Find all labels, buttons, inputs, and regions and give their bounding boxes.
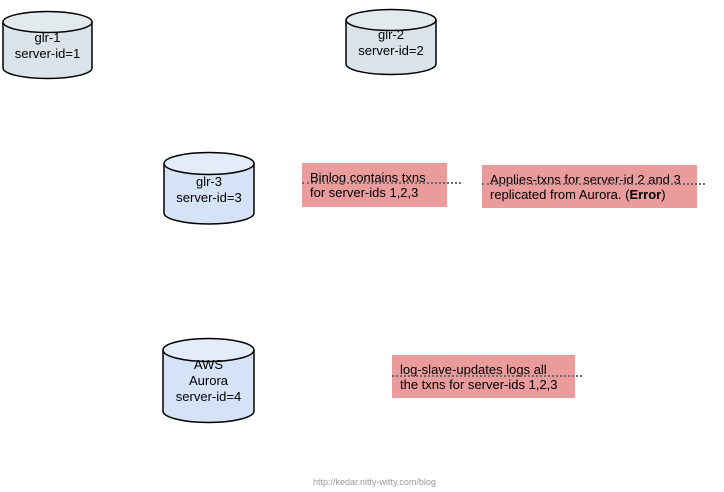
note-line: for server-ids 1,2,3 <box>310 185 419 200</box>
cylinder-shape-icon <box>2 10 93 80</box>
note-binlog: Binlog contains txns for server-ids 1,2,… <box>302 163 447 207</box>
note-line: the txns for server-ids 1,2,3 <box>400 377 558 392</box>
note-line: log-slave-updates logs all <box>400 362 547 377</box>
cylinder-name: AWS <box>193 357 224 372</box>
error-emphasis: Error <box>629 187 662 202</box>
cylinder-shape-icon <box>163 151 255 225</box>
dashed-connector-line <box>302 182 461 184</box>
cylinder-label: glr-1 server-id=1 <box>2 30 93 62</box>
cylinder-label: glr-2 server-id=2 <box>345 27 437 59</box>
note-applies-txns-error: Applies-txns for server-id 2 and 3 repli… <box>482 165 697 208</box>
note-line: Binlog contains txns <box>310 170 426 185</box>
database-cylinder-glr-3: glr-3 server-id=3 <box>163 151 255 226</box>
cylinder-name: glr-2 <box>377 27 404 42</box>
cylinder-server-id: server-id=4 <box>175 389 242 404</box>
dashed-connector-line <box>482 183 705 185</box>
cylinder-name: glr-1 <box>34 30 61 45</box>
cylinder-label: glr-3 server-id=3 <box>163 174 255 206</box>
cylinder-shape-icon <box>162 337 255 424</box>
cylinder-name: glr-3 <box>195 174 222 189</box>
database-cylinder-aws-aurora: AWS Aurora server-id=4 <box>162 337 255 425</box>
cylinder-name-2: Aurora <box>188 373 229 388</box>
cylinder-server-id: server-id=2 <box>358 43 424 58</box>
cylinder-shape-icon <box>345 8 437 76</box>
note-line: replicated from Aurora. (Error) <box>490 187 666 202</box>
cylinder-label: AWS Aurora server-id=4 <box>162 357 255 405</box>
dashed-connector-line <box>392 375 582 377</box>
footer-blog-url: http://kedar.nitty-witty.com/blog <box>313 477 436 487</box>
database-cylinder-glr-1: glr-1 server-id=1 <box>2 10 93 80</box>
database-cylinder-glr-2: glr-2 server-id=2 <box>345 8 437 76</box>
cylinder-server-id: server-id=1 <box>14 46 81 61</box>
cylinder-server-id: server-id=3 <box>176 190 242 205</box>
